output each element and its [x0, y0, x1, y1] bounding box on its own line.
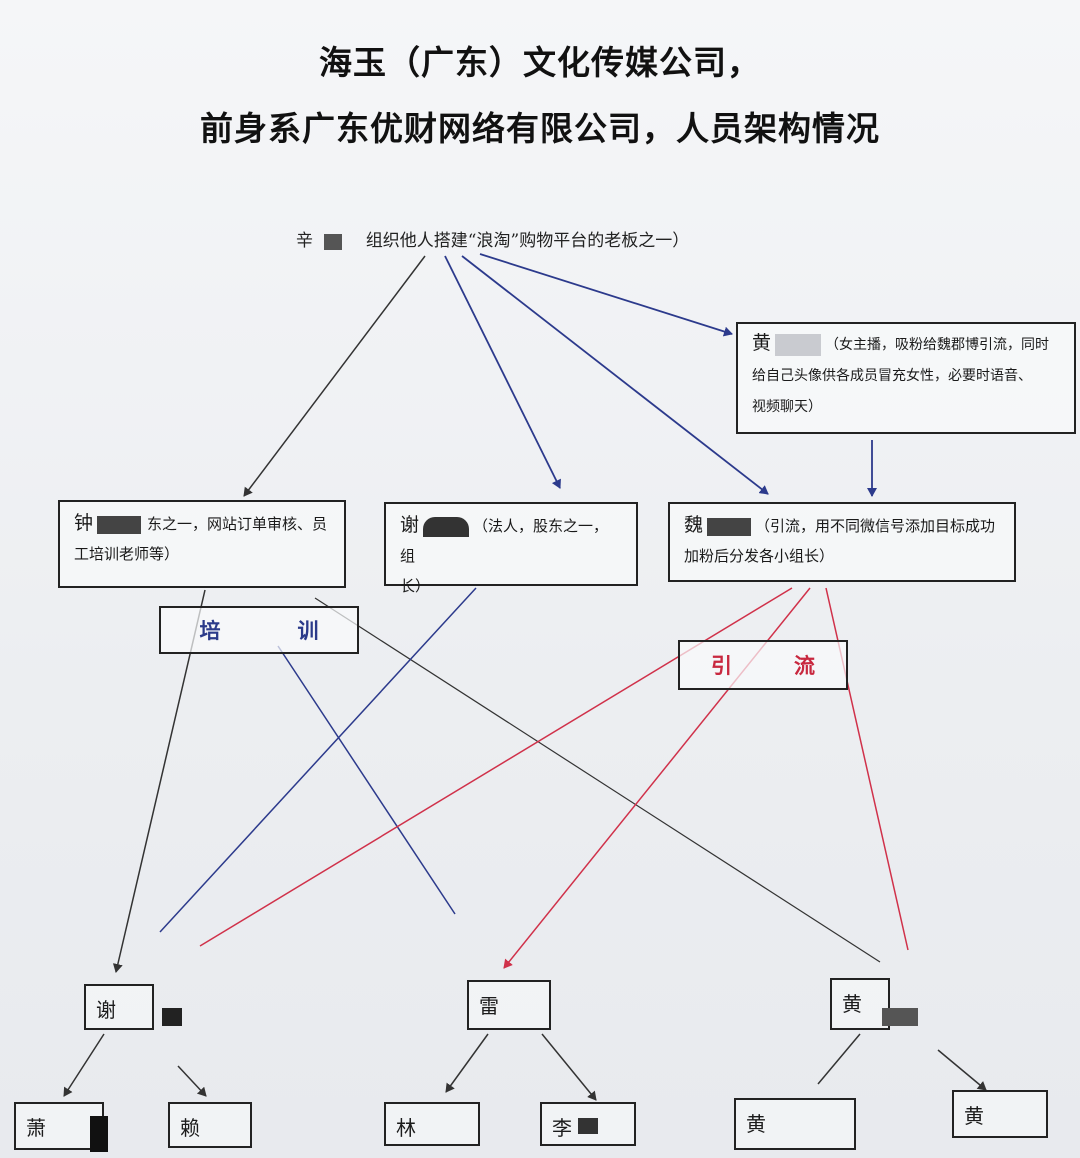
member-surname: 黄 — [964, 1104, 984, 1128]
training-char2: 训 — [297, 619, 319, 643]
xie-line2: 长） — [400, 577, 431, 595]
title-line-2: 前身系广东优财网络有限公司，人员架构情况 — [200, 109, 880, 148]
member-node: 萧 — [14, 1102, 104, 1150]
zhong-box: 钟 东之一，网站订单审核、员 工培训老师等） — [58, 500, 346, 588]
huang-line3: 视频聊天） — [752, 399, 822, 415]
zhong-line1: 东之一，网站订单审核、员 — [147, 515, 328, 533]
member-node: 李 — [540, 1102, 636, 1146]
redaction-block — [97, 516, 142, 534]
boss-description: 组织他人搭建“浪淘”购物平台的老板之一） — [365, 231, 690, 251]
xie-box: 谢（法人，股东之一，组 长） — [384, 502, 638, 595]
leader-surname: 雷 — [479, 994, 499, 1018]
label-traffic: 引 流 — [678, 640, 848, 690]
arrow-top-to-huang — [479, 253, 733, 337]
wei-line2: 加粉后分发各小组长） — [684, 547, 835, 565]
wei-surname: 魏 — [684, 514, 704, 536]
huang-line1: （女主播，吸粉给魏郡博引流，同时 — [825, 337, 1050, 353]
arrow-leader3-member6 — [937, 1049, 987, 1091]
member-node: 林 — [384, 1102, 480, 1146]
boss-surname: 辛 — [296, 231, 313, 251]
title-line-1: 海玉（广东）文化传媒公司， — [319, 43, 761, 82]
zhong-surname: 钟 — [74, 512, 94, 534]
leader-node: 雷 — [467, 980, 551, 1030]
arrow-top-to-wei — [461, 255, 769, 495]
xie-line1: （法人，股东之一，组 — [400, 517, 609, 565]
member-surname: 萧 — [26, 1116, 46, 1140]
member-surname: 黄 — [746, 1112, 766, 1136]
redaction-block — [324, 233, 343, 250]
arrow-leader3-member5 — [817, 1033, 861, 1085]
arrow-top-to-xie — [444, 255, 561, 489]
blur-block — [775, 334, 822, 356]
wei-line1: （引流，用不同微信号添加目标成功 — [755, 517, 996, 535]
traffic-char1: 引 — [711, 654, 732, 678]
arrow-leader2-member3 — [445, 1033, 489, 1093]
line-xie-to-leader1 — [159, 587, 477, 933]
leader-surname: 黄 — [842, 992, 862, 1016]
wei-box: 魏 （引流，用不同微信号添加目标成功 加粉后分发各小组长） — [668, 502, 1016, 582]
arrow-leader1-member1 — [63, 1033, 105, 1097]
leader-surname: 谢 — [96, 998, 116, 1022]
arrow-top-to-zhong — [243, 255, 426, 497]
zhong-line2: 工培训老师等） — [74, 545, 180, 563]
leader-node: 谢 — [84, 984, 154, 1030]
traffic-char2: 流 — [794, 654, 815, 678]
redaction-block — [162, 1008, 182, 1026]
line-zhong-to-leader3 — [314, 597, 881, 963]
training-char1: 培 — [199, 619, 221, 643]
redaction-block — [707, 518, 752, 536]
redaction-block — [90, 1116, 108, 1152]
redaction-block — [882, 1008, 918, 1026]
label-training: 培 训 — [159, 606, 359, 654]
redaction-block — [423, 517, 470, 537]
leader-node: 黄 — [830, 978, 890, 1030]
xie-surname: 谢 — [400, 514, 420, 536]
member-surname: 赖 — [180, 1116, 200, 1140]
member-node: 赖 — [168, 1102, 252, 1148]
huang-surname: 黄 — [752, 332, 772, 354]
line-zhong-to-leader2 — [277, 645, 456, 915]
top-node-boss: 辛 组织他人搭建“浪淘”购物平台的老板之一） — [296, 226, 689, 251]
member-node: 黄 — [734, 1098, 856, 1150]
member-surname: 李 — [552, 1116, 572, 1140]
huang-line2: 给自己头像供各成员冒充女性，必要时语音、 — [752, 368, 1032, 384]
arrow-leader1-member2 — [177, 1065, 207, 1097]
member-surname: 林 — [396, 1116, 416, 1140]
huang-anchor-box: 黄 （女主播，吸粉给魏郡博引流，同时 给自己头像供各成员冒充女性，必要时语音、 视… — [736, 322, 1076, 434]
member-node: 黄 — [952, 1090, 1048, 1138]
arrow-leader2-member4 — [541, 1033, 597, 1101]
redaction-block — [578, 1118, 598, 1134]
